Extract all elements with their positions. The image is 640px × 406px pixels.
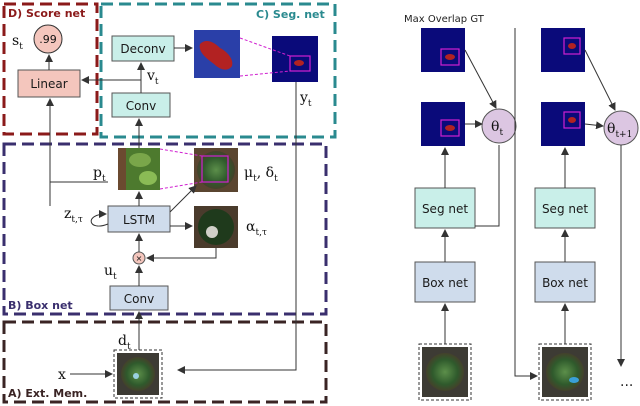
attention-box-image — [194, 148, 238, 192]
gt-mask-1 — [421, 28, 465, 72]
box-net-region — [2, 142, 328, 316]
lstm-box — [107, 205, 171, 233]
global-mask-image — [272, 36, 318, 82]
deconv-box — [111, 35, 175, 62]
conv-box-net-box — [109, 285, 169, 311]
linear-box — [17, 69, 81, 98]
y-symbol: yt — [299, 90, 312, 109]
linear-label: Linear — [30, 77, 67, 91]
gt2-to-theta-arrow — [584, 49, 616, 111]
canvas-image-1 — [418, 343, 472, 401]
right-panel-title: Max Overlap GT — [404, 14, 485, 25]
lstm-to-box-arrow — [169, 185, 197, 213]
gt1-to-theta-arrow — [464, 49, 497, 109]
pred-mask-2 — [541, 102, 585, 146]
score-net-region — [2, 2, 99, 136]
glimpse-patch-image — [118, 148, 160, 190]
mask-projection-line — [239, 37, 291, 57]
lstm-recurrent-arrow — [90, 210, 109, 227]
glimpse-projection-line — [159, 181, 203, 190]
alpha-to-multiply-arrow — [146, 248, 217, 262]
ext-mem-region — [2, 320, 328, 404]
timestep-flow-arrow — [514, 28, 538, 380]
p-symbol: pt — [93, 165, 106, 184]
score-symbol: st — [12, 33, 23, 52]
canvas-image-2 — [538, 343, 592, 401]
conv-seg-box — [111, 92, 171, 118]
alpha-attention-image — [194, 206, 238, 248]
ext-mem-label: A) Ext. Mem. — [8, 387, 87, 400]
seg-net-label: C) Seg. net — [256, 8, 325, 21]
gt-mask-2 — [541, 28, 585, 72]
seg-net-2-label: Seg net — [542, 202, 588, 216]
lstm-label: LSTM — [123, 213, 155, 227]
mu-delta-symbol: μt, δt — [244, 165, 278, 184]
conv-box-net-label: Conv — [124, 292, 154, 306]
x-symbol: x — [58, 367, 66, 383]
seg-net-2-box — [534, 187, 596, 229]
box-net-1-label: Box net — [422, 276, 468, 290]
external-memory-image — [113, 349, 163, 399]
pred-mask-1 — [421, 102, 465, 146]
box-net-1-box — [414, 261, 476, 303]
score-net-label: D) Score net — [8, 7, 85, 20]
d-symbol: dt — [118, 333, 131, 352]
deconv-label: Deconv — [120, 42, 165, 56]
box-net-2-label: Box net — [542, 276, 588, 290]
seg1-theta-link — [475, 145, 500, 227]
seg-net-1-box — [414, 187, 476, 229]
local-mask-image — [194, 30, 240, 78]
glimpse-projection-line — [159, 148, 203, 157]
theta-t-label: θt — [491, 119, 503, 138]
seg-net-1-label: Seg net — [422, 202, 468, 216]
z-symbol: zt,τ — [64, 206, 83, 225]
score-value-circle — [33, 24, 63, 54]
theta-t1-label: θt+1 — [607, 121, 632, 140]
box-net-label: B) Box net — [8, 299, 73, 312]
u-symbol: ut — [104, 263, 117, 282]
mask-projection-line — [239, 70, 291, 77]
score-value: .99 — [39, 33, 57, 46]
seg-net-region — [99, 2, 337, 139]
y-to-memory-arrow — [177, 82, 297, 374]
continuation-ellipsis: ... — [620, 374, 633, 390]
v-symbol: vt — [146, 68, 159, 87]
pred2-to-theta-arrow — [584, 121, 604, 130]
alpha-symbol: αt,τ — [246, 219, 267, 238]
multiply-label: × — [136, 254, 143, 263]
conv-seg-label: Conv — [126, 99, 156, 113]
